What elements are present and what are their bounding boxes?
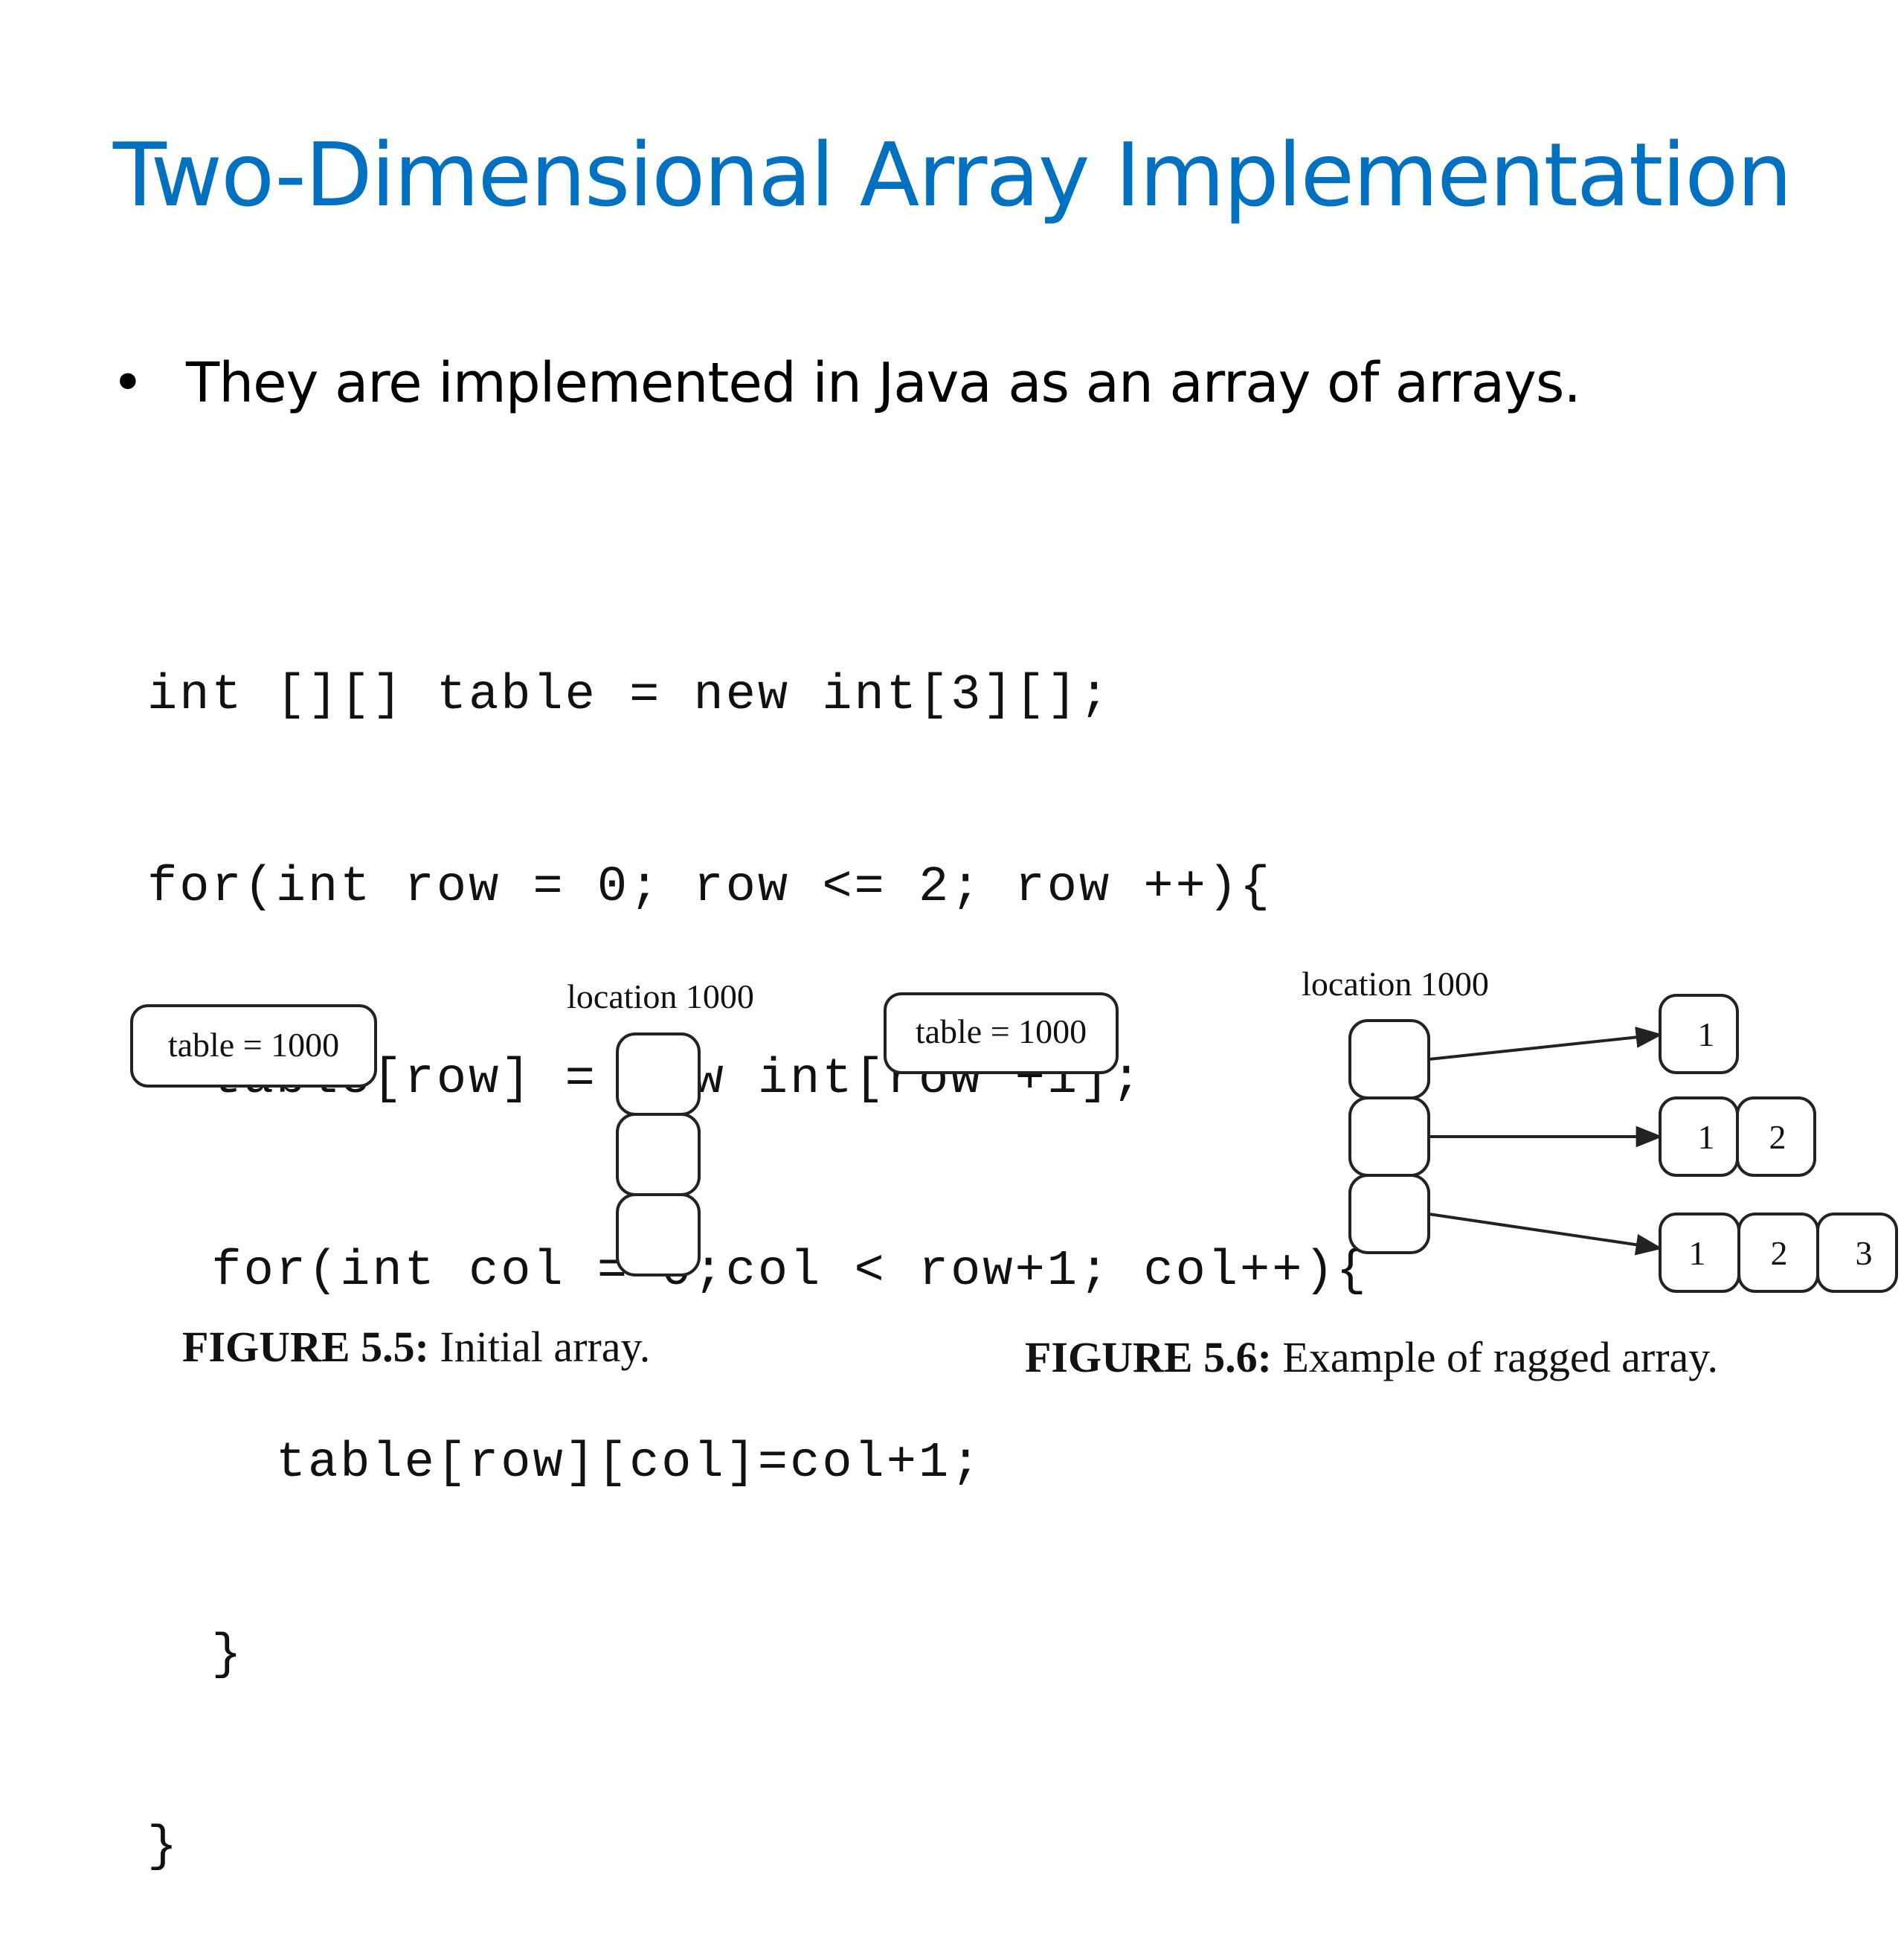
table-reference-label: table = 1000	[916, 1012, 1087, 1050]
element-cell	[1816, 1213, 1898, 1293]
location-label: location 1000	[567, 977, 754, 1015]
element-value: 3	[1856, 1234, 1873, 1272]
empty-array-cell	[616, 1032, 701, 1116]
figure-5-6: table = 1000 location 1000 1 1 2 1 2 3 F…	[884, 965, 1898, 1381]
element-cell	[1659, 994, 1739, 1074]
pointer-arrow	[1428, 1213, 1663, 1256]
figure-caption: FIGURE 5.6: Example of ragged array.	[1025, 1333, 1718, 1381]
bullet-text: They are implemented in Java as an array…	[186, 351, 1581, 415]
code-line: for(int col = 0;col < row+1; col++){	[147, 1243, 1368, 1300]
table-reference-box	[130, 1004, 377, 1088]
caption-label: FIGURE 5.6:	[1025, 1333, 1272, 1381]
figures-canvas: table = 1000 location 1000 FIGURE 5.5: I…	[130, 965, 1898, 1381]
figure-5-5: table = 1000 location 1000 FIGURE 5.5: I…	[130, 977, 754, 1371]
bullet-item: • They are implemented in Java as an arra…	[112, 346, 1581, 420]
outer-array-cell	[1348, 1096, 1430, 1177]
element-value: 2	[1769, 1118, 1786, 1156]
code-line: }	[147, 1819, 180, 1875]
code-line: int [][] table = new int[3][];	[147, 667, 1112, 724]
slide-title: Two-Dimensional Array Implementation	[112, 123, 1792, 226]
code-line: table[row][col]=col+1;	[147, 1435, 983, 1491]
element-value: 1	[1689, 1234, 1706, 1272]
element-value: 1	[1698, 1015, 1715, 1053]
caption-text: Example of ragged array.	[1272, 1333, 1718, 1381]
element-cell	[1736, 1096, 1816, 1177]
code-line: for(int row = 0; row <= 2; row ++){	[147, 859, 1273, 916]
pointer-arrow	[1428, 1027, 1663, 1061]
element-value: 1	[1698, 1118, 1715, 1156]
caption-label: FIGURE 5.5:	[182, 1323, 429, 1371]
location-label: location 1000	[1302, 965, 1489, 1003]
empty-array-cell	[616, 1193, 701, 1276]
bullet-dot: •	[112, 351, 144, 415]
code-line: }	[147, 1627, 244, 1683]
caption-text: Initial array.	[429, 1323, 650, 1371]
empty-array-cell	[616, 1113, 701, 1196]
outer-array-cell	[1348, 1174, 1430, 1254]
figure-caption: FIGURE 5.5: Initial array.	[182, 1323, 650, 1371]
outer-array-cell	[1348, 1019, 1430, 1099]
table-reference-label: table = 1000	[168, 1026, 339, 1064]
element-value: 2	[1771, 1234, 1788, 1272]
table-reference-box	[884, 992, 1119, 1074]
